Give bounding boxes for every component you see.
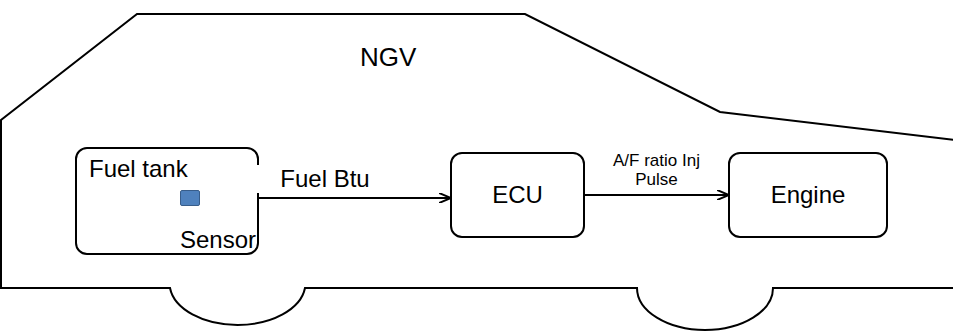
sensor-label: Sensor (180, 226, 256, 254)
component-box: ECU (450, 152, 585, 238)
component-box: Engine (728, 152, 888, 238)
signal-label: Fuel Btu (250, 165, 400, 193)
signal-arrow (585, 194, 728, 196)
box-label: Fuel tank (89, 155, 188, 183)
vehicle-label: NGV (360, 42, 416, 73)
car-body (1, 14, 953, 330)
box-label: ECU (492, 181, 543, 209)
sensor-mark (180, 190, 200, 206)
component-box: Fuel tankSensor (75, 147, 259, 255)
signal-label: A/F ratio Inj Pulse (611, 151, 703, 190)
sensor: Sensor (180, 190, 260, 254)
box-label: Engine (771, 181, 846, 209)
